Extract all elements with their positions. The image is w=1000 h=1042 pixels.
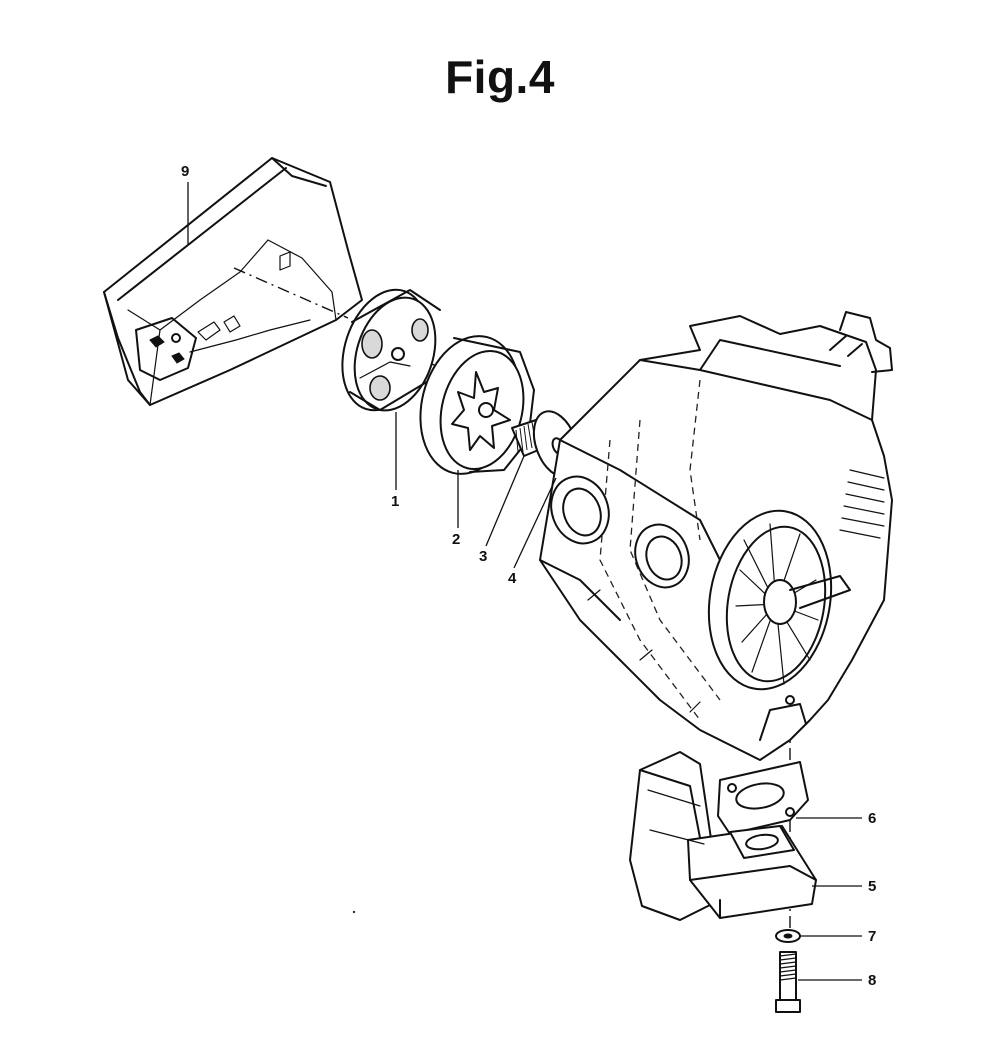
- clutch-part-1: [341, 288, 441, 412]
- figure-title: Fig.4: [445, 51, 555, 103]
- callout-leaders: [187, 182, 862, 981]
- washer-part-7: [775, 929, 801, 943]
- callout-8: 8: [868, 972, 876, 989]
- clutch-drum-part-2: [419, 335, 535, 475]
- stray-dot: [352, 910, 356, 914]
- crankcase-housing: [539, 311, 893, 761]
- callout-7: 7: [868, 928, 876, 945]
- muffler-part-5: [629, 751, 817, 921]
- screw-part-8: [775, 951, 801, 1013]
- clutch-cover-part-9: [103, 157, 363, 406]
- callout-1: 1: [391, 493, 399, 510]
- gasket-part-6: [717, 761, 809, 835]
- callout-6: 6: [868, 810, 876, 827]
- callout-9: 9: [181, 163, 189, 180]
- callout-5: 5: [868, 878, 876, 895]
- callout-4: 4: [508, 570, 517, 587]
- callout-2: 2: [452, 531, 460, 548]
- callout-3: 3: [479, 548, 487, 565]
